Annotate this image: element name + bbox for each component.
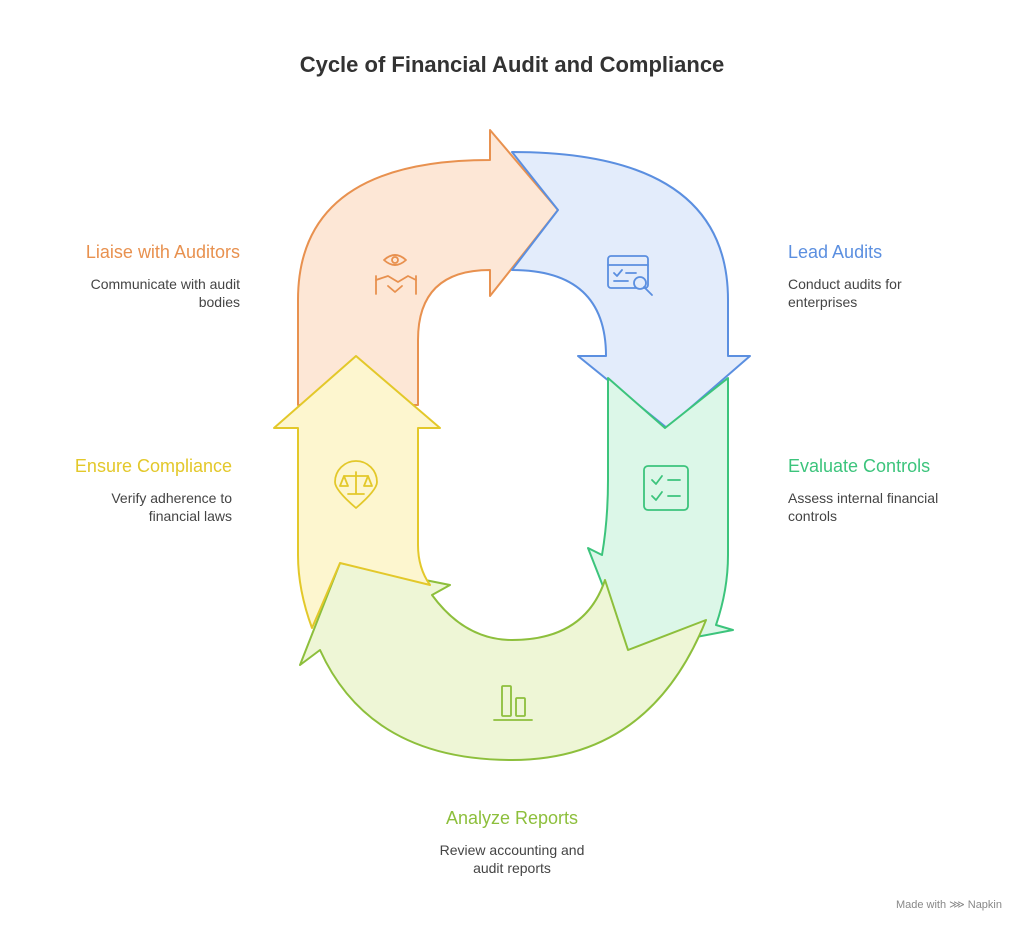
made-with-credit[interactable]: Made with⋙Napkin [895, 899, 1002, 911]
stage-description: Assess internal financial controls [788, 490, 939, 524]
arrow-liaise [297, 129, 559, 406]
bar-chart-icon [493, 685, 533, 721]
stage-title: Liaise with Auditors [85, 242, 240, 262]
diagram-title: Cycle of Financial Audit and Compliance [299, 52, 725, 77]
napkin-logo-icon: ⋙ [949, 899, 965, 911]
stage-title: Ensure Compliance [74, 456, 232, 476]
stage-title: Analyze Reports [445, 808, 579, 828]
scales-pin-icon [334, 460, 378, 509]
audit-search-icon [607, 255, 653, 296]
arrow-lead [511, 151, 751, 429]
stage-lead: Lead Audits Conduct audits for enterpris… [788, 242, 988, 311]
stage-title: Lead Audits [788, 242, 883, 262]
arrow-analyze [299, 562, 707, 761]
stage-description: Communicate with audit bodies [90, 276, 240, 310]
handshake-eye-icon [375, 254, 417, 295]
stage-evaluate: Evaluate Controls Assess internal financ… [788, 456, 988, 525]
stage-description: Review accounting and audit reports [439, 842, 585, 876]
stage-title: Evaluate Controls [788, 456, 931, 476]
stage-ensure: Ensure Compliance Verify adherence to fi… [0, 456, 232, 525]
stage-analyze: Analyze Reports Review accounting and au… [382, 808, 642, 877]
arrow-ensure [273, 355, 441, 629]
arrow-evaluate [587, 377, 734, 651]
stage-description: Conduct audits for enterprises [788, 276, 902, 310]
stage-description: Verify adherence to financial laws [111, 490, 232, 524]
checklist-icon [643, 465, 689, 511]
stage-liaise: Liaise with Auditors Communicate with au… [0, 242, 240, 311]
